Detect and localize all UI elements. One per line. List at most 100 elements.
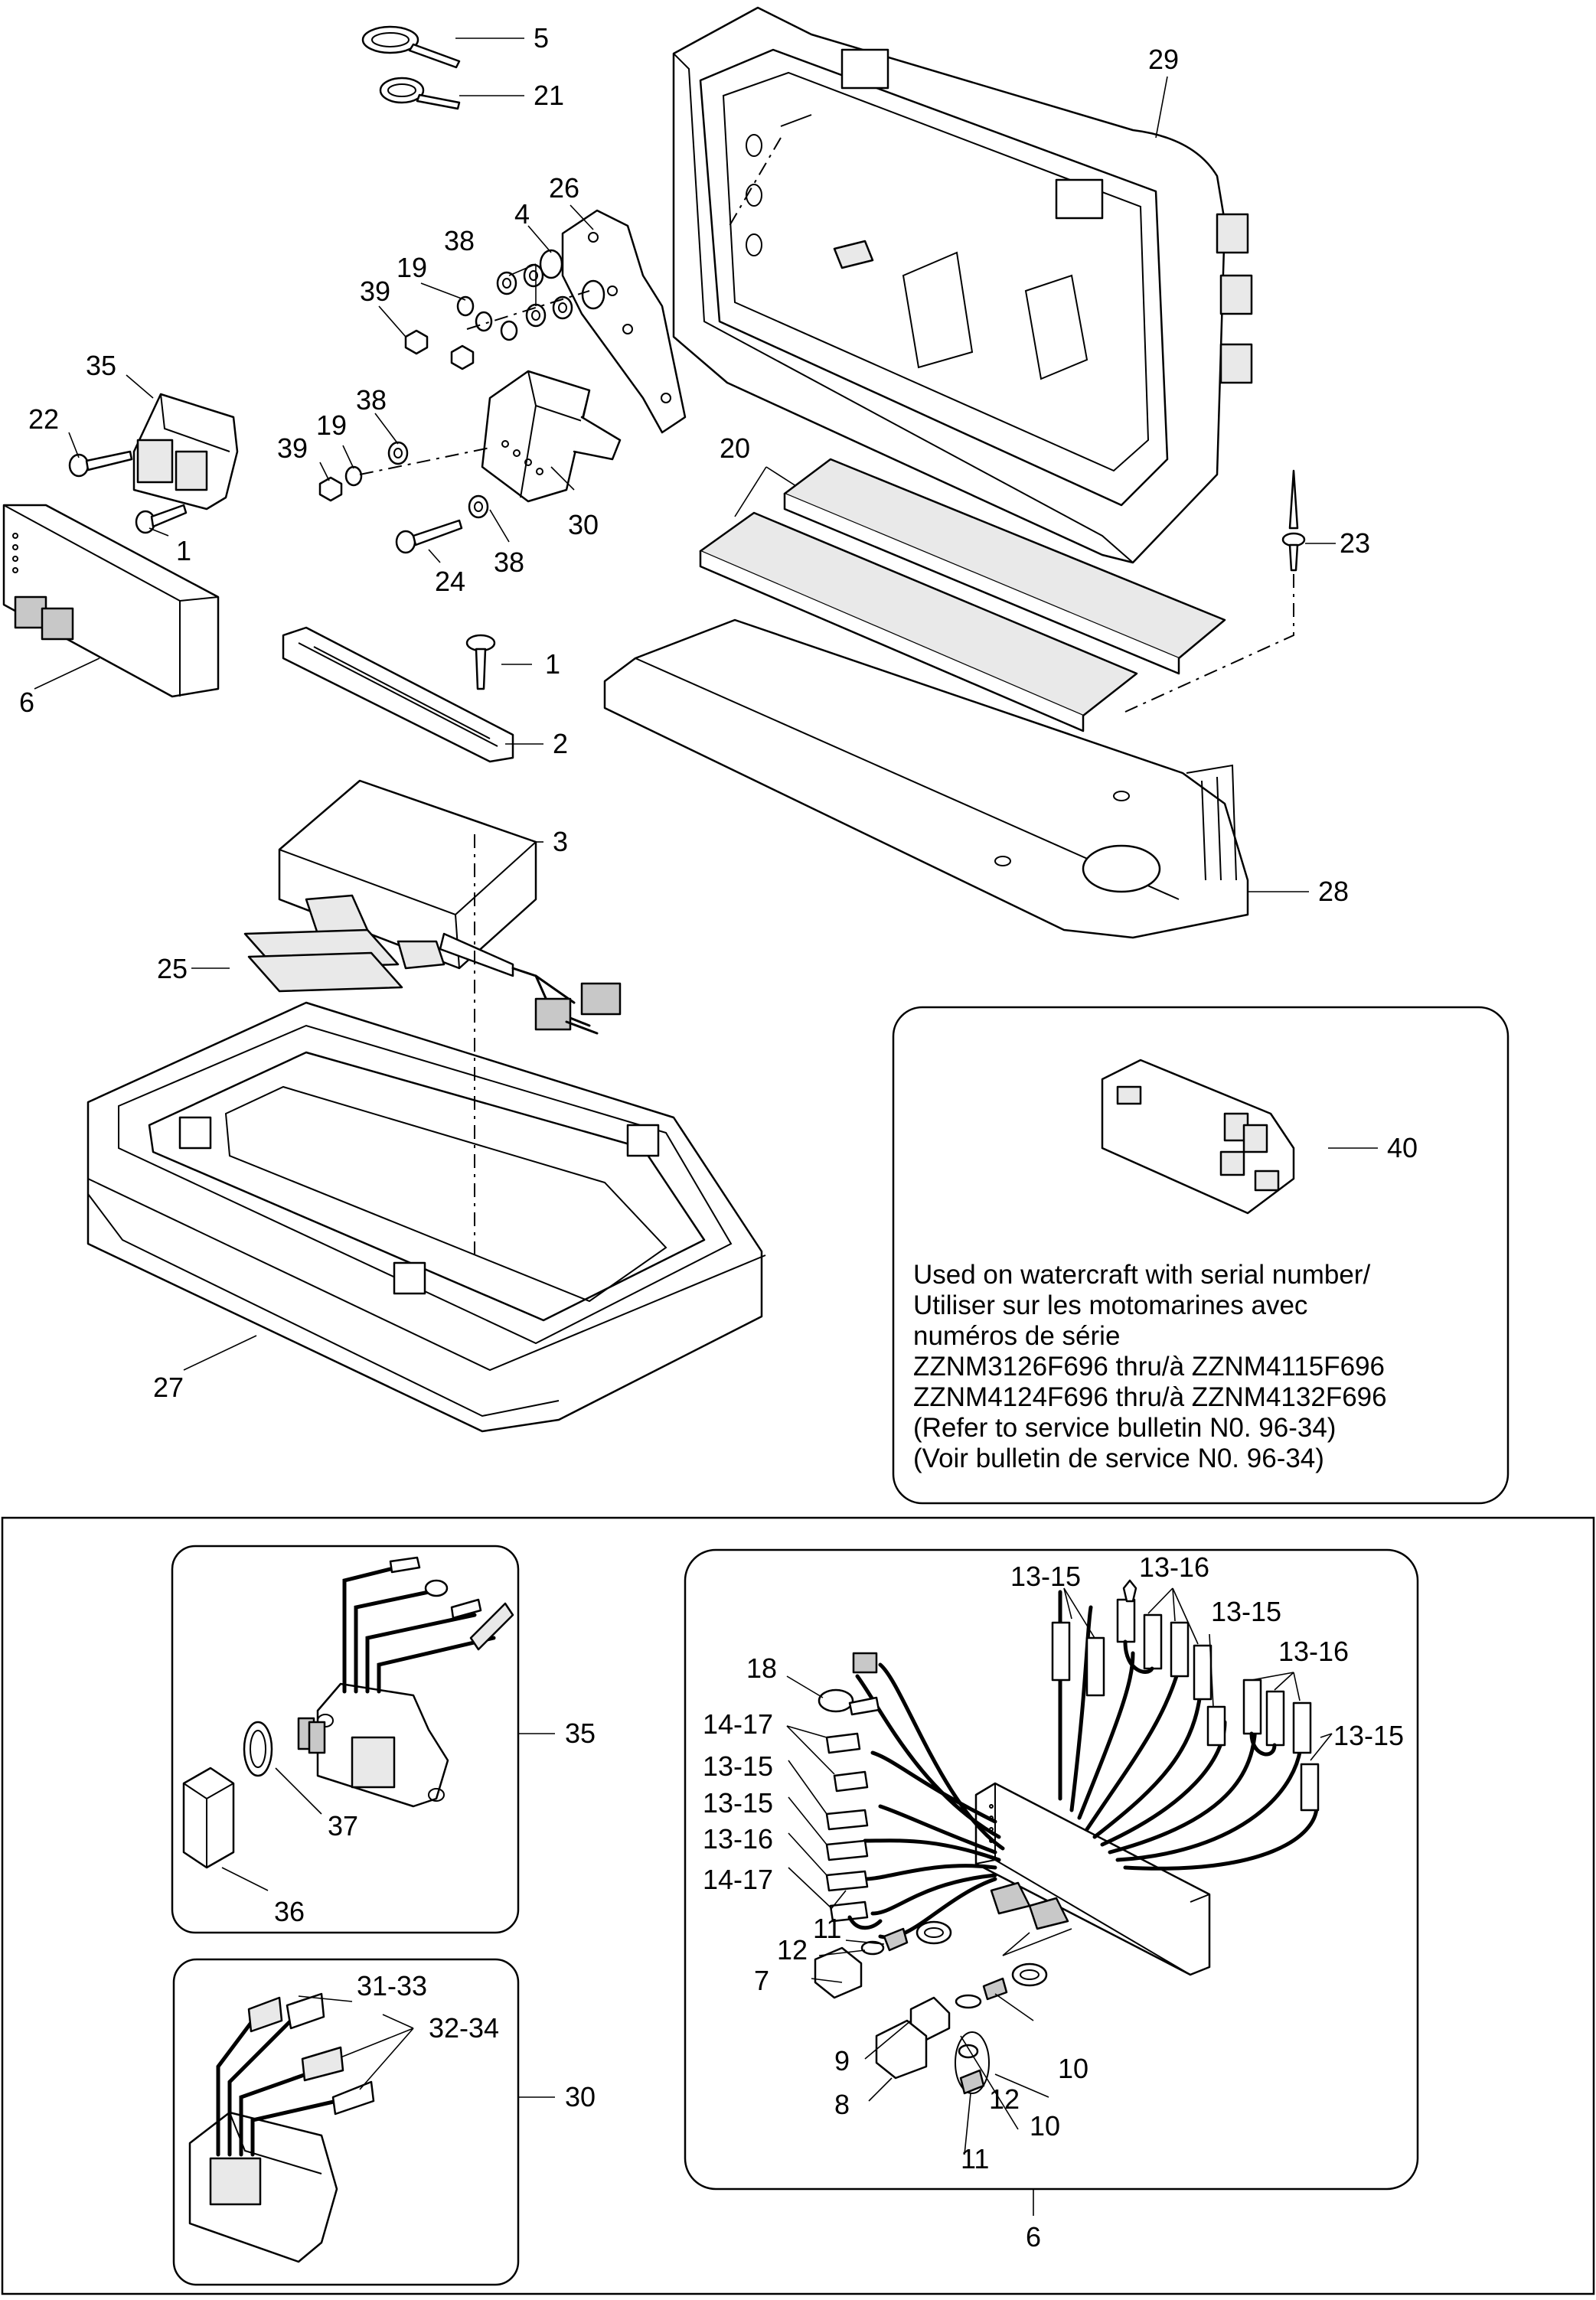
callout-21: 21	[534, 80, 564, 111]
axis-line-5	[726, 137, 782, 230]
callout-13-16-a: 13-16	[1139, 1551, 1209, 1583]
axis-line-2	[359, 447, 491, 475]
callout-38-screw: 38	[494, 546, 524, 578]
callout-13-16-b: 13-16	[1278, 1636, 1349, 1667]
callout-24: 24	[435, 566, 465, 597]
foam-pad-20	[699, 458, 1226, 732]
screw-1-lower	[465, 634, 496, 690]
axis-line-1	[466, 290, 590, 330]
screw-1-upper	[135, 504, 188, 534]
hardware-38-19-39-lower	[318, 441, 489, 519]
callout-11-b: 11	[961, 2143, 989, 2174]
terminals-14-17	[818, 1652, 883, 1930]
note-line-5: ZZNM4124F696 thru/à ZZNM4132F696	[913, 1382, 1387, 1412]
callout-32-34: 32-34	[429, 2012, 499, 2044]
regulator-35	[132, 393, 239, 511]
callout-13-15-d: 13-15	[703, 1750, 773, 1782]
callout-20: 20	[720, 432, 750, 464]
callout-27: 27	[153, 1372, 184, 1403]
callout-10-a: 10	[1058, 2053, 1088, 2084]
note-line-2: Utiliser sur les motomarines avec	[913, 1290, 1307, 1320]
cable-tie-5	[361, 25, 461, 69]
nuts-39-upper	[404, 329, 475, 370]
callout-12-b: 12	[989, 2083, 1020, 2115]
callout-8: 8	[834, 2089, 850, 2120]
callout-13-15-b: 13-15	[1211, 1596, 1281, 1627]
callout-11-a: 11	[813, 1913, 841, 1944]
inset-35: 37 36 35	[171, 1545, 596, 1934]
callout-13-15-a: 13-15	[1010, 1561, 1081, 1592]
callout-5: 5	[534, 22, 549, 54]
callout-35-inset: 35	[565, 1718, 596, 1749]
connector-block-6	[990, 1881, 1069, 1930]
callout-3: 3	[553, 826, 568, 857]
callout-1-upper: 1	[176, 535, 191, 566]
callout-37: 37	[328, 1810, 358, 1842]
callout-26: 26	[549, 172, 579, 204]
callout-30: 30	[568, 509, 599, 540]
callout-38-lower: 38	[356, 384, 387, 416]
rectifier-30-detail	[188, 1992, 375, 2263]
seal-37	[243, 1721, 273, 1777]
callout-14-17-b: 14-17	[703, 1864, 773, 1895]
lockwashers-19-upper	[456, 295, 518, 341]
callout-39-upper: 39	[360, 276, 390, 307]
box-cover-29	[672, 6, 1253, 564]
callout-30-inset: 30	[565, 2081, 596, 2112]
inset-6: 13-15 13-16 13-15 13-16 13-15 18 14-17 1…	[684, 1548, 1419, 2253]
note-box-40: 40 Used on watercraft with serial number…	[892, 1006, 1510, 1505]
foam-strip-25	[243, 928, 403, 993]
callout-25: 25	[157, 953, 188, 984]
callout-19-lower: 19	[316, 409, 347, 441]
module-6	[2, 504, 220, 698]
callout-12-a: 12	[777, 1934, 808, 1966]
mounting-plate-28	[603, 618, 1249, 939]
callout-13-15-e: 13-15	[703, 1787, 773, 1819]
callout-4: 4	[514, 198, 530, 230]
spacer-4	[539, 249, 605, 310]
box-base-27	[86, 1001, 766, 1433]
callout-39-lower: 39	[277, 432, 308, 464]
module-6-detail	[974, 1782, 1211, 1976]
callout-31-33: 31-33	[357, 1970, 427, 2001]
cable-tie-21	[379, 77, 461, 110]
axis-line-4	[1124, 574, 1294, 713]
mounting-bracket-26	[561, 209, 687, 434]
callout-2: 2	[553, 728, 568, 759]
fitting-1	[1216, 213, 1249, 254]
fitting-3	[1219, 343, 1253, 384]
washers-38-upper	[496, 263, 573, 328]
callout-14-17-a: 14-17	[703, 1708, 773, 1740]
screw-24	[395, 519, 463, 554]
terminals-13-16	[1051, 1579, 1320, 1812]
leader-lines-top	[34, 38, 1336, 1371]
callout-13-15-c: 13-15	[1333, 1720, 1404, 1751]
callout-6: 6	[19, 687, 34, 718]
note-line-1: Used on watercraft with serial number/	[913, 1260, 1370, 1290]
callout-18: 18	[746, 1652, 777, 1684]
callout-36: 36	[274, 1896, 305, 1927]
note-line-3: numéros de série	[913, 1321, 1120, 1351]
connector-35-small	[297, 1717, 326, 1754]
fuse-holders-7-12	[814, 1920, 1048, 2095]
callout-23: 23	[1340, 527, 1370, 559]
callout-22: 22	[28, 403, 59, 435]
module-40	[1101, 1059, 1295, 1215]
inset-30: 31-33 32-34 30	[172, 1958, 596, 2286]
rectifier-30	[481, 370, 622, 503]
note-line-6: (Refer to service bulletin N0. 96-34)	[913, 1413, 1336, 1443]
leader-lines-inset-6	[786, 1587, 1333, 2216]
callout-1-lower: 1	[545, 648, 560, 680]
callout-9: 9	[834, 2045, 850, 2077]
callout-10-b: 10	[1030, 2110, 1060, 2142]
callout-28: 28	[1318, 876, 1349, 907]
note-line-4: ZZNM3126F696 thru/à ZZNM4115F696	[913, 1352, 1385, 1382]
callout-35: 35	[86, 350, 116, 381]
fitting-2	[1219, 274, 1253, 315]
callout-19-upper: 19	[397, 252, 427, 283]
note-line-7: (Voir bulletin de service N0. 96-34)	[913, 1444, 1324, 1473]
callout-38-upper: 38	[444, 225, 475, 256]
callout-13-16-c: 13-16	[703, 1823, 773, 1855]
